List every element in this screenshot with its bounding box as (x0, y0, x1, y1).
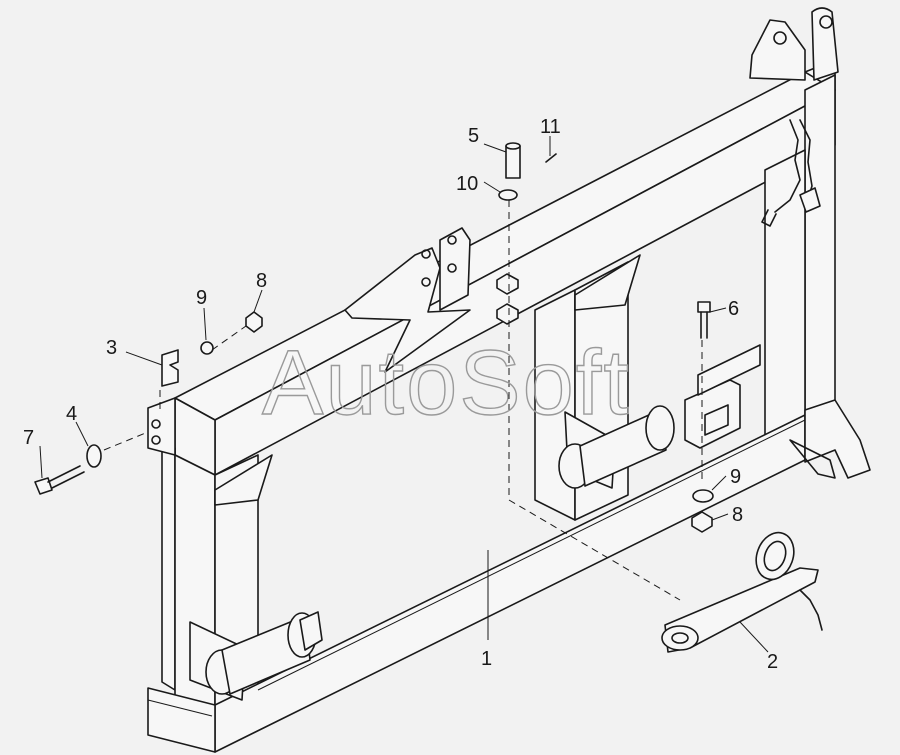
watermark-text: AutoSoft (262, 332, 631, 434)
callout-8-lower: 8 (732, 504, 743, 526)
callout-leaders (39, 136, 769, 653)
small-parts (34, 142, 714, 533)
callout-9-lower: 9 (730, 466, 741, 488)
tow-link (661, 531, 823, 653)
callout-5: 5 (468, 125, 479, 147)
assembly-lines (103, 200, 703, 601)
callout-2: 2 (767, 651, 778, 673)
callout-6: 6 (728, 298, 739, 320)
callout-9-upper: 9 (196, 287, 207, 309)
callout-10: 10 (456, 173, 478, 195)
callout-11: 11 (540, 116, 561, 138)
callout-1: 1 (481, 648, 492, 670)
frame-assembly (147, 7, 871, 753)
callout-3: 3 (106, 337, 117, 359)
callout-7: 7 (23, 427, 34, 449)
callout-labels: 1 2 3 4 5 6 7 8 8 9 9 10 11 (23, 116, 778, 673)
callout-4: 4 (66, 403, 77, 425)
callout-8-upper: 8 (256, 270, 267, 292)
